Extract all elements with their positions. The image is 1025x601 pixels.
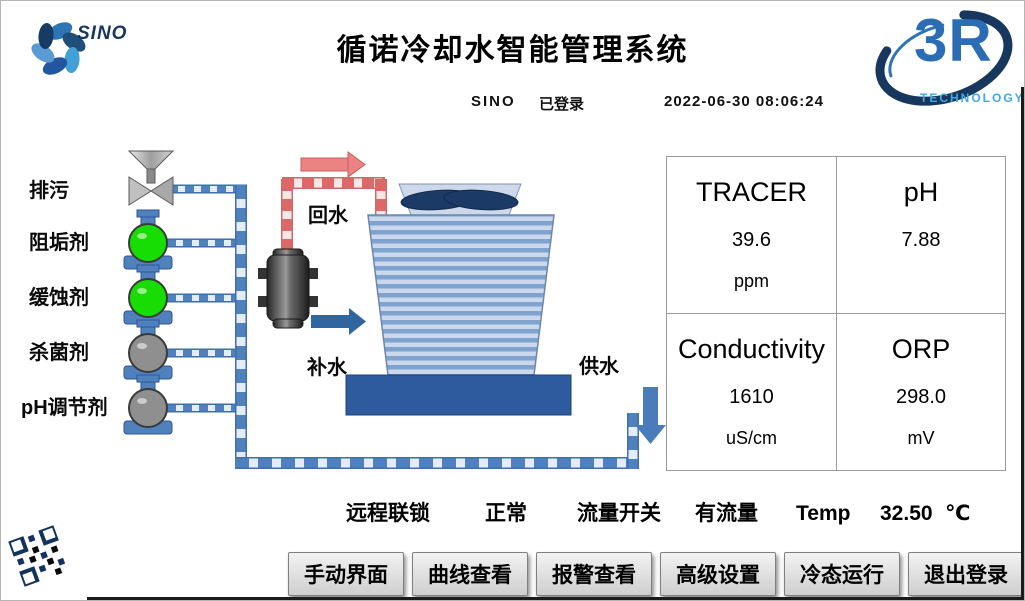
flow-switch-value: 有流量 bbox=[695, 502, 758, 525]
interlock-label: 远程联锁 bbox=[346, 502, 430, 525]
reading-value: 7.88 bbox=[901, 229, 941, 251]
button-bar: 手动界面 曲线查看 报警查看 高级设置 冷态运行 退出登录 bbox=[288, 552, 1024, 596]
reading-ph: pH 7.88 bbox=[836, 157, 1005, 314]
3r-logo: 3R TECHNOLOGY bbox=[870, 3, 1025, 118]
logged-in-user: SINO bbox=[471, 93, 516, 110]
reading-unit: uS/cm bbox=[725, 427, 777, 448]
window-edge-bottom bbox=[87, 597, 1024, 600]
makeup-flow-arrow-icon bbox=[311, 308, 366, 335]
cold-run-button[interactable]: 冷态运行 bbox=[784, 552, 900, 596]
3r-swoosh-icon bbox=[875, 10, 1013, 106]
supply-flow-arrow-icon bbox=[635, 387, 666, 444]
temp-unit: ℃ bbox=[945, 502, 971, 525]
qr-code-icon bbox=[8, 525, 66, 587]
reading-orp: ORP 298.0 mV bbox=[836, 313, 1005, 470]
reading-tracer: TRACER 39.6 ppm bbox=[667, 157, 836, 314]
pump-biocide[interactable] bbox=[123, 319, 173, 380]
curve-view-button[interactable]: 曲线查看 bbox=[412, 552, 528, 596]
pump-corrosion-inhibitor[interactable] bbox=[123, 264, 173, 325]
login-status: 已登录 bbox=[539, 96, 585, 113]
reading-conductivity: Conductivity 1610 uS/cm bbox=[667, 314, 836, 471]
sino-logo: SINO bbox=[25, 9, 155, 89]
alarm-view-button[interactable]: 报警查看 bbox=[536, 552, 652, 596]
pump-scale-inhibitor[interactable] bbox=[123, 209, 173, 270]
flow-switch-label: 流量开关 bbox=[577, 502, 661, 525]
reading-value: 298.0 bbox=[895, 385, 947, 408]
temp-value: 32.50 bbox=[880, 502, 933, 525]
process-diagram bbox=[123, 150, 666, 469]
reading-unit: ppm bbox=[733, 271, 769, 291]
window-edge-right bbox=[1021, 87, 1024, 600]
label-return-water: 回水 bbox=[308, 205, 348, 227]
reading-unit: mV bbox=[907, 427, 935, 448]
pipe-return-water bbox=[281, 177, 387, 255]
sino-pinwheel-icon bbox=[31, 22, 86, 75]
fan-blades-icon bbox=[400, 189, 519, 211]
label-scale-inhibitor: 阻垢剂 bbox=[29, 232, 89, 254]
tower-basin bbox=[345, 374, 572, 416]
label-ph-adjuster: pH调节剂 bbox=[21, 397, 108, 419]
reading-value: 39.6 bbox=[732, 229, 771, 251]
temp-label: Temp bbox=[796, 502, 851, 525]
blowdown-valve-icon[interactable] bbox=[127, 150, 175, 206]
label-makeup-water: 补水 bbox=[307, 357, 347, 379]
cooling-tower-icon[interactable] bbox=[345, 183, 572, 416]
logout-button[interactable]: 退出登录 bbox=[908, 552, 1024, 596]
interlock-value: 正常 bbox=[485, 502, 527, 525]
label-blowdown: 排污 bbox=[29, 180, 69, 202]
3r-logo-subtext: TECHNOLOGY bbox=[920, 91, 1025, 105]
reading-name: ORP bbox=[891, 333, 951, 364]
readings-panel: TRACER 39.6 ppm pH 7.88 Conductivity 161… bbox=[666, 156, 1006, 471]
reading-name: pH bbox=[903, 177, 939, 207]
filter-vessel-icon[interactable] bbox=[258, 248, 318, 329]
label-biocide: 杀菌剂 bbox=[29, 342, 89, 364]
manual-screen-button[interactable]: 手动界面 bbox=[288, 552, 404, 596]
label-corrosion-inhibitor: 缓蚀剂 bbox=[29, 287, 89, 309]
reading-name: TRACER bbox=[695, 177, 807, 207]
return-flow-arrow-icon bbox=[300, 151, 366, 178]
advanced-settings-button[interactable]: 高级设置 bbox=[660, 552, 776, 596]
datetime-display: 2022-06-30 08:06:24 bbox=[664, 93, 824, 110]
label-supply-water: 供水 bbox=[579, 356, 619, 378]
3r-logo-text: 3R bbox=[914, 7, 993, 74]
sino-logo-text: SINO bbox=[77, 23, 128, 44]
reading-value: 1610 bbox=[729, 385, 774, 408]
page-title: 循诺冷却水智能管理系统 bbox=[336, 34, 689, 67]
reading-name: Conductivity bbox=[677, 333, 826, 364]
pump-ph-adjuster[interactable] bbox=[123, 374, 173, 435]
